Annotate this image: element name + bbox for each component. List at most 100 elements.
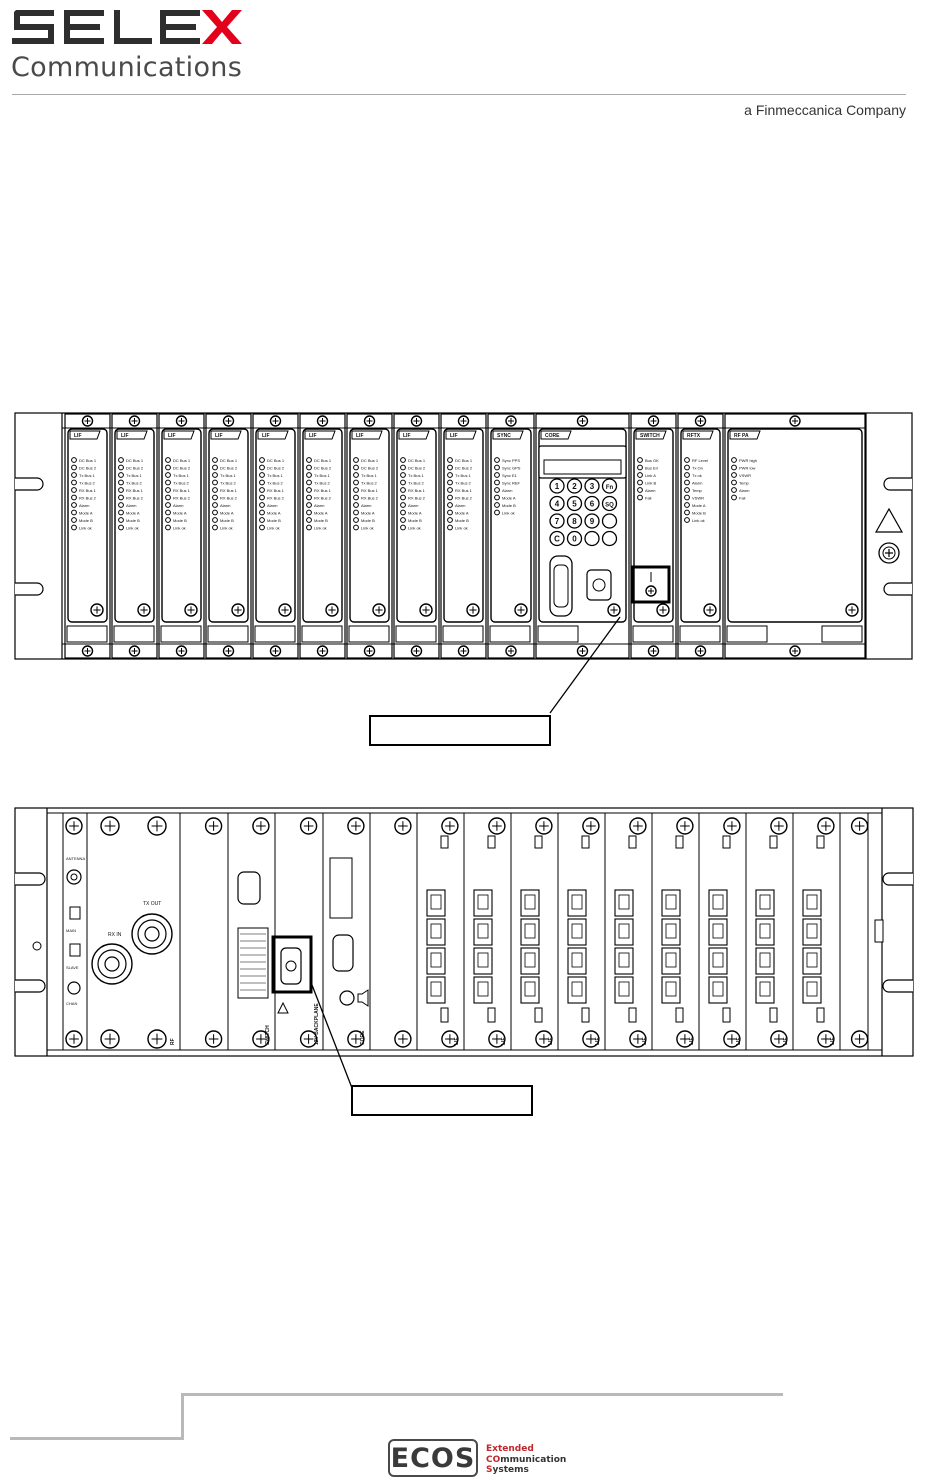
led-label: Mode A: [408, 511, 422, 516]
led-label: DC Bus 1: [173, 458, 191, 463]
keypad-key: [549, 513, 565, 529]
led-label: Alarm: [126, 503, 137, 508]
led-label: Tx ok: [692, 473, 702, 478]
led: [447, 464, 453, 471]
rj45-port-inner: [806, 952, 818, 968]
module-face: [490, 428, 532, 623]
led-label: RX Bus 1: [455, 488, 473, 493]
led-label: Link A: [645, 473, 656, 478]
led: [494, 487, 500, 493]
led: [684, 502, 690, 508]
core-db9: [332, 934, 354, 972]
led-label: Alarm: [408, 503, 419, 508]
rear-module: [755, 813, 794, 1050]
lif-led-window: [534, 835, 543, 849]
rj45-port-inner: [806, 894, 818, 910]
led: [212, 487, 218, 493]
front-panel-drawing: LIF DC Bus 1 DC Bus 2 Tx Bus 1 Tx Bus 2 RX Bu…: [14, 412, 913, 746]
led-label: Mode B: [314, 518, 328, 523]
led: [306, 479, 312, 486]
module-tag-tab: [398, 430, 430, 440]
led-label: Alarm: [267, 503, 278, 508]
led: [447, 472, 453, 478]
lif-test-point: [440, 1007, 449, 1023]
rj45-port-inner: [618, 894, 630, 910]
led-label: DC Bus 2: [361, 466, 379, 471]
led: [353, 464, 359, 471]
lif-test-point: [769, 1007, 778, 1023]
led-label: Tx Bus 2: [314, 481, 331, 486]
led: [447, 524, 453, 531]
module-tag: LIF: [121, 433, 129, 439]
lif-led-window: [487, 835, 496, 849]
led: [637, 494, 643, 501]
rear-left-label: CHAN: [66, 1001, 77, 1006]
led: [353, 517, 359, 523]
led-label: Alarm: [739, 488, 750, 493]
module-frame: [111, 413, 158, 659]
lif-led-window: [769, 835, 778, 849]
led-label: RX Bus 1: [408, 488, 426, 493]
led-label: Alarm: [455, 503, 466, 508]
led: [684, 472, 690, 478]
led: [212, 524, 218, 531]
module-face: [443, 428, 484, 623]
led-label: Mode A: [220, 511, 234, 516]
led-label: Tx Bus 1: [267, 473, 284, 478]
rj45-port-inner: [430, 981, 442, 997]
led: [637, 472, 643, 478]
led: [259, 494, 265, 501]
led: [306, 509, 312, 516]
led-label: RX Bus 1: [173, 488, 191, 493]
lif-test-point: [534, 1007, 543, 1023]
module-tag-tab: [492, 430, 524, 440]
rack-slot: [882, 872, 913, 886]
led: [165, 502, 171, 508]
lif-led-window: [628, 835, 637, 849]
led-label: DC Bus 2: [455, 466, 473, 471]
keypad-key: [549, 478, 565, 494]
rj45-port-inner: [806, 981, 818, 997]
rear-module-tag: SWITCH: [265, 1025, 271, 1045]
rear-module: [426, 813, 465, 1050]
warning-triangle-icon: [874, 507, 904, 533]
module-tag-tab: [116, 430, 148, 440]
speaker-icon: [357, 989, 369, 1007]
module-frame: [252, 413, 299, 659]
rj45-port-inner: [571, 952, 583, 968]
led-label: Tx Bus 1: [220, 473, 237, 478]
rack-slot: [15, 582, 44, 596]
led: [165, 509, 171, 516]
led-label: Tx On: [692, 466, 703, 471]
label-strip: [442, 625, 484, 643]
led-label: Sync REF: [502, 481, 521, 486]
led-label: DC Bus 1: [267, 458, 285, 463]
lif-led-window: [581, 835, 590, 849]
keypad-key: [566, 478, 583, 494]
led-label: Mode A: [502, 496, 516, 501]
led: [165, 487, 171, 493]
led-label: RX Bus 2: [455, 496, 473, 501]
led: [684, 479, 690, 486]
led: [637, 479, 643, 486]
led: [494, 494, 500, 501]
led-label: Tx Bus 1: [455, 473, 472, 478]
led-label: RX Bus 2: [79, 496, 97, 501]
module-face: [67, 428, 108, 623]
module-tag-tab: [163, 430, 195, 440]
rj45-port-inner: [571, 981, 583, 997]
led-label: PWR high: [739, 458, 757, 463]
rj45-port-inner: [524, 952, 536, 968]
led: [353, 457, 359, 463]
rear-right-latch: [874, 919, 884, 943]
led: [118, 517, 124, 523]
module-face: [302, 428, 343, 623]
led: [353, 524, 359, 531]
rear-module-tag: LIF: [736, 1038, 742, 1046]
led: [684, 487, 690, 493]
led: [400, 457, 406, 463]
